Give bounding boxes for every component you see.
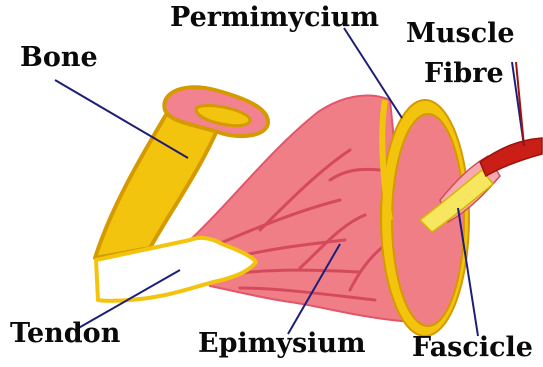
- epimysium-label: Epimysium: [198, 330, 366, 357]
- fascicle-label: Fascicle: [412, 334, 533, 361]
- bone-label: Bone: [20, 44, 98, 71]
- muscle-fibre-illustration: [480, 138, 542, 176]
- tendon-label: Tendon: [10, 320, 120, 347]
- perimysium-label: Permimycium: [170, 4, 379, 31]
- muscle-fibre-label-line2: Fibre: [424, 60, 504, 87]
- muscle-fibre-label-line1: Muscle: [406, 20, 515, 47]
